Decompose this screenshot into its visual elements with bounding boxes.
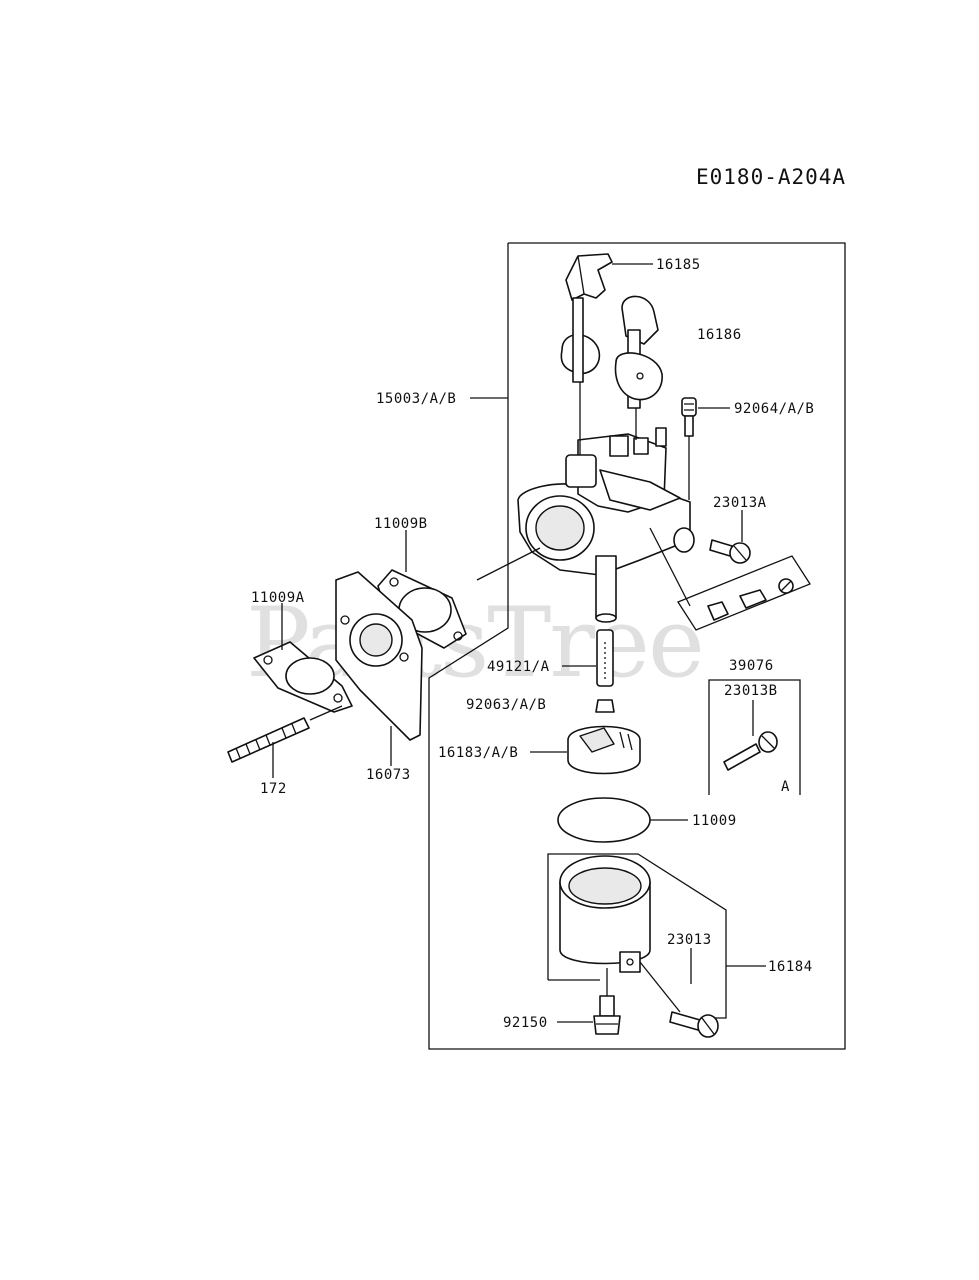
drain-bolt-part[interactable] — [593, 995, 621, 1035]
label-11009B[interactable]: 11009B — [374, 516, 428, 532]
bowl-bracket — [547, 853, 727, 1019]
label-92063[interactable]: 92063/A/B — [466, 697, 546, 713]
pilot-screw-part[interactable] — [709, 539, 751, 564]
label-172[interactable]: 172 — [260, 781, 287, 797]
leader-body-to-gasket — [476, 547, 541, 581]
choke-lever-part[interactable] — [560, 253, 613, 383]
o-ring-part[interactable] — [557, 797, 651, 843]
adjuster-parts-box[interactable] — [677, 555, 811, 631]
main-jet-part[interactable] — [595, 699, 615, 713]
label-11009A[interactable]: 11009A — [251, 590, 305, 606]
label-16183[interactable]: 16183/A/B — [438, 745, 518, 761]
insulator-16073-part[interactable] — [335, 571, 423, 741]
leader-bowl-screw — [639, 961, 681, 1013]
main-nozzle-part[interactable] — [596, 629, 614, 687]
float-bowl-part[interactable] — [559, 855, 651, 973]
label-A[interactable]: A — [781, 779, 790, 795]
throttle-lever-part[interactable] — [614, 295, 663, 409]
label-16184[interactable]: 16184 — [768, 959, 813, 975]
label-23013[interactable]: 23013 — [667, 932, 712, 948]
label-23013B[interactable]: 23013B — [724, 683, 778, 699]
label-49121[interactable]: 49121/A — [487, 659, 550, 675]
kit-bracket — [708, 679, 801, 795]
label-15003[interactable]: 15003/A/B — [376, 391, 456, 407]
label-16073[interactable]: 16073 — [366, 767, 411, 783]
carburetor-body-part[interactable] — [517, 427, 695, 623]
bowl-screw-part[interactable] — [669, 1011, 719, 1038]
label-16185[interactable]: 16185 — [656, 257, 701, 273]
leader-adjuster-box — [649, 527, 691, 607]
label-92150[interactable]: 92150 — [503, 1015, 548, 1031]
label-16186[interactable]: 16186 — [697, 327, 742, 343]
gasket-11009A-part[interactable] — [253, 641, 353, 713]
assembly-frame — [428, 242, 846, 1050]
label-11009[interactable]: 11009 — [692, 813, 737, 829]
float-part[interactable] — [567, 725, 641, 775]
leader-stud-to-gasket — [309, 705, 343, 721]
diagram-code: E0180-A204A — [696, 165, 846, 189]
stud-bolt-172-part[interactable] — [227, 717, 310, 763]
label-39076[interactable]: 39076 — [729, 658, 774, 674]
label-92064[interactable]: 92064/A/B — [734, 401, 814, 417]
idle-screw-part[interactable] — [681, 397, 697, 437]
label-23013A[interactable]: 23013A — [713, 495, 767, 511]
screw-23013B-part[interactable] — [723, 731, 778, 771]
